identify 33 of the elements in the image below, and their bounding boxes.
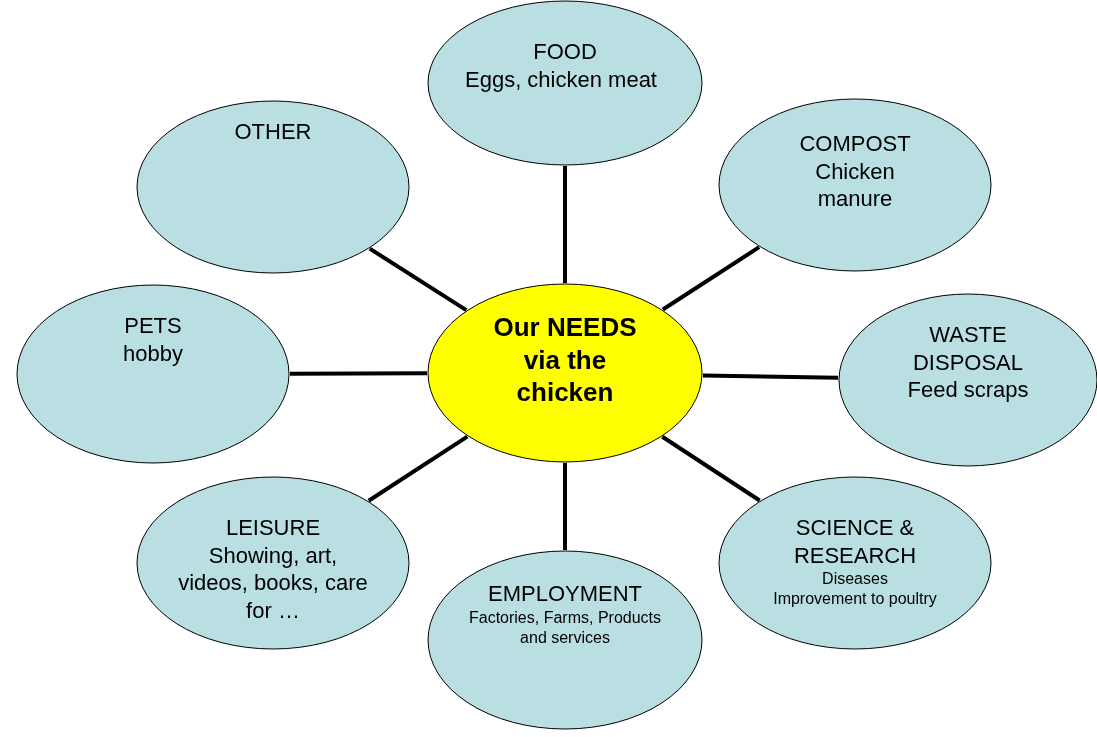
connector-line [563, 463, 567, 550]
ellipse-node [427, 283, 703, 463]
ellipse-node [718, 476, 992, 650]
connector-line [661, 245, 761, 312]
node-text: Showing, art, videos, books, care for … [178, 541, 368, 624]
node-text: Diseases [821, 569, 889, 589]
ellipse-node [16, 284, 290, 464]
node-text: Feed scraps [906, 376, 1030, 404]
ellipse-node [427, 550, 703, 730]
ellipse-node [136, 476, 410, 650]
node-title: OTHER [233, 118, 313, 146]
node-title: EMPLOYMENT [487, 580, 643, 608]
node-text: Eggs, chicken meat [465, 65, 658, 93]
node-title: COMPOST [798, 130, 912, 158]
node-title: WASTE DISPOSAL [911, 321, 1024, 376]
connector-line [367, 434, 469, 503]
ellipse-node [427, 0, 703, 166]
connector-line [702, 373, 839, 380]
node-text: Chicken manure [814, 157, 896, 213]
ellipse-node [718, 98, 992, 272]
connector-line [290, 371, 427, 376]
connector-line [661, 435, 761, 503]
node-text: Improvement to poultry [772, 589, 938, 609]
node-title: PETS [123, 312, 183, 340]
connector-line [368, 246, 468, 312]
connector-line [563, 166, 567, 283]
node-title: FOOD [532, 38, 598, 66]
node-text: hobby [122, 339, 184, 367]
node-title: LEISURE [224, 514, 322, 542]
node-text: Factories, Farms, Products and services [467, 607, 662, 648]
ellipse-node [136, 100, 410, 274]
node-title: SCIENCE & RESEARCH [792, 514, 918, 569]
node-title: Our NEEDS via the chicken [492, 311, 638, 409]
